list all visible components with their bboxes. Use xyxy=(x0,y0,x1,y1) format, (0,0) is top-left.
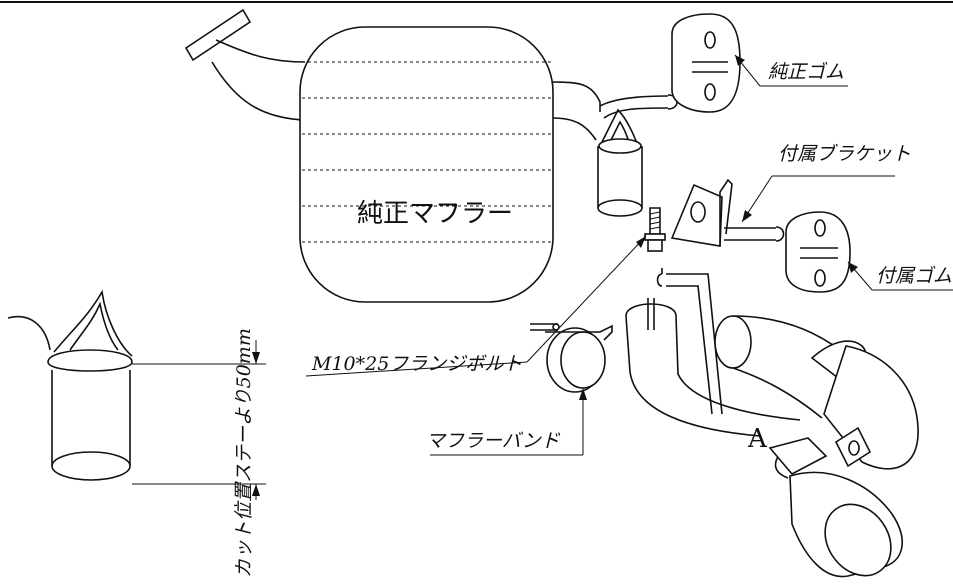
included-bracket-label: 付属ブラケット xyxy=(778,143,911,165)
tail-top xyxy=(598,138,642,154)
flange-bolt-leader xyxy=(526,235,647,363)
hanger-stay-top xyxy=(599,95,669,107)
hanger-stay-bottom xyxy=(603,107,669,119)
outlet-pipe-top xyxy=(552,81,601,112)
oem-muffler-label: 純正マフラー xyxy=(357,199,513,229)
included-rubber-arrow xyxy=(848,262,858,273)
bracket-arrow xyxy=(742,210,752,222)
inlet-pipe-top xyxy=(215,39,306,63)
inlet-flange xyxy=(184,8,252,62)
part-a-label: A xyxy=(747,424,768,454)
oem-rubber-label: 純正ゴム xyxy=(768,61,844,83)
muffler-band-label: マフラーバンド xyxy=(426,430,561,452)
cut-detail-drawing xyxy=(7,289,266,500)
flange-bolt-label: M10*25フランジボルト xyxy=(311,353,522,375)
included-rubber-drawing xyxy=(785,211,851,293)
oem-rubber-arrow xyxy=(735,55,745,66)
tail-sides xyxy=(597,146,643,208)
tail-opening xyxy=(597,199,643,217)
cut-position-label: カット位置ステーより50mm xyxy=(233,328,255,578)
tailpipe-a-drawing xyxy=(625,268,919,578)
inlet-pipe-bottom xyxy=(211,61,306,121)
muffler-band-arrow xyxy=(579,388,587,400)
flange-bolt-arrow xyxy=(636,236,646,248)
oem-rubber-drawing xyxy=(671,13,741,113)
muffler-band-drawing xyxy=(530,323,613,393)
muffler-body xyxy=(299,26,554,303)
included-rubber-label: 付属ゴム xyxy=(876,265,952,287)
oem-muffler-drawing xyxy=(184,8,678,303)
flange-bolt-drawing xyxy=(644,207,666,252)
included-bracket-drawing xyxy=(670,178,785,247)
outlet-pipe-bottom xyxy=(552,117,597,141)
